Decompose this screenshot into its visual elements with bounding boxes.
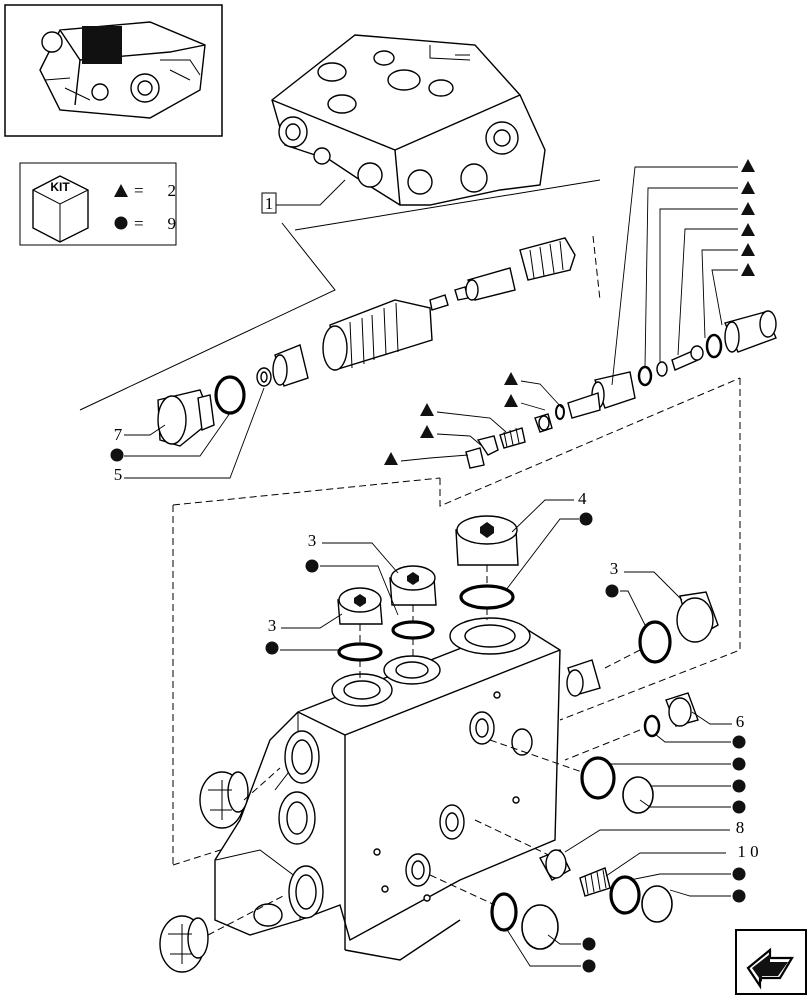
callout-8: 8 (736, 818, 745, 837)
plug-item-3-mid (389, 565, 437, 640)
circle-symbol (732, 735, 746, 749)
circle-equals: = (134, 214, 144, 233)
circle-symbol (732, 889, 746, 903)
kit-legend: KIT = 2 = 9 (19, 162, 177, 246)
callout-5: 5 (114, 465, 123, 484)
circle-symbol (582, 959, 596, 973)
circle-symbol (732, 800, 746, 814)
next-page-arrow-icon (746, 947, 794, 990)
triangle-symbol (504, 394, 518, 407)
triangle-symbol (384, 452, 398, 465)
triangle-symbol (741, 223, 755, 236)
circle-symbol (579, 512, 593, 526)
kit-box-icon: KIT (32, 175, 89, 243)
backup-ring-valve (641, 885, 673, 923)
side-plug-upper (199, 771, 249, 829)
o-ring-lower (490, 892, 518, 932)
circle-symbol (114, 216, 128, 230)
kit-label: KIT (50, 180, 70, 194)
plug-item-3-right (638, 591, 719, 664)
spool-assembly (214, 237, 576, 415)
callout-3c: 3 (610, 559, 619, 578)
triangle-callouts-left (384, 372, 563, 465)
valve-body-lower (214, 617, 601, 961)
triangle-symbol (420, 403, 434, 416)
fitting-item-6 (643, 692, 699, 738)
triangle-callouts-right (611, 159, 755, 386)
triangle-symbol (741, 181, 755, 194)
backup-ring (622, 776, 654, 814)
triangle-symbol (741, 263, 755, 276)
o-ring-large (580, 756, 616, 800)
plug-item-7 (157, 389, 215, 447)
triangle-symbol (420, 425, 434, 438)
o-ring-valve (609, 875, 641, 915)
circle-symbol (265, 641, 279, 655)
triangle-symbol (114, 184, 128, 197)
circle-symbol (605, 584, 619, 598)
triangle-symbol (741, 202, 755, 215)
circle-symbol (305, 559, 319, 573)
item-1-callout-box (261, 192, 277, 214)
side-plug-lower (159, 915, 209, 973)
circle-symbol (110, 448, 124, 462)
circle-symbol (732, 757, 746, 771)
plug-item-3-left (337, 587, 383, 662)
spring-item-10 (579, 867, 611, 897)
triangle-symbol (504, 372, 518, 385)
triangle-equals: = (134, 181, 144, 200)
callout-1: 1 (265, 194, 274, 213)
assembly-thumbnail[interactable] (4, 4, 223, 137)
callout-10: 1 0 (737, 842, 758, 861)
callout-3b: 3 (268, 616, 277, 635)
circle-symbol (732, 867, 746, 881)
plug-item-4 (455, 515, 519, 610)
next-page-button[interactable] (735, 929, 807, 995)
triangle-symbol (741, 159, 755, 172)
callout-7: 7 (114, 425, 123, 444)
triangle-symbol (741, 243, 755, 256)
circle-count: 9 (168, 214, 177, 233)
circle-symbol (732, 779, 746, 793)
check-valve-item-8 (539, 849, 571, 881)
callout-4: 4 (578, 489, 587, 508)
backup-ring-lower (521, 904, 559, 950)
valve-body-top (271, 34, 546, 206)
callout-6: 6 (736, 712, 745, 731)
relief-valve-group (465, 310, 777, 469)
callout-3a: 3 (308, 531, 317, 550)
triangle-count: 2 (168, 181, 177, 200)
circle-symbol (582, 937, 596, 951)
